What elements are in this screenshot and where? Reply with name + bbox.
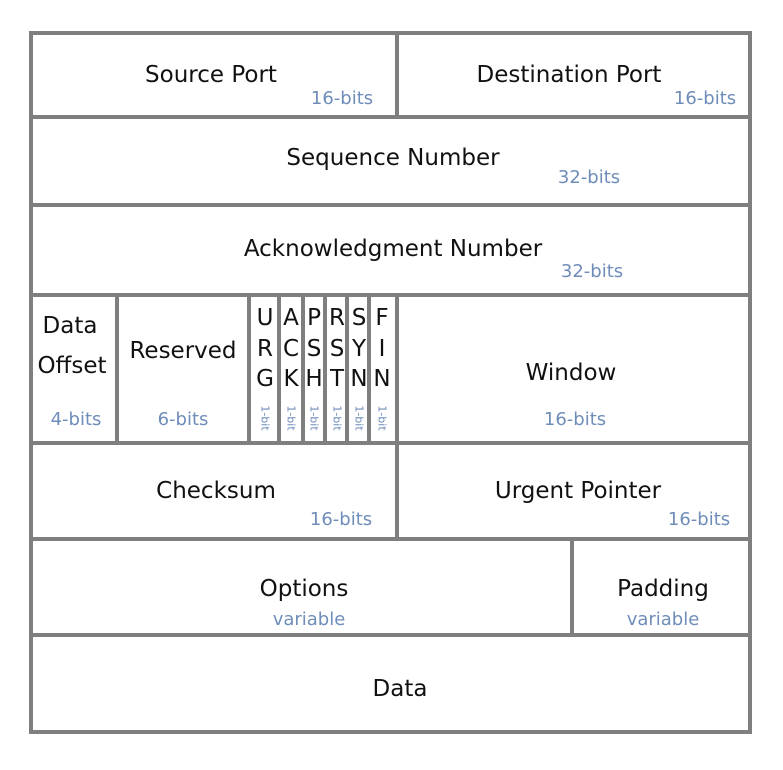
window-label: Window <box>525 360 617 386</box>
destination-port-cell <box>395 31 752 119</box>
acknowledgment-number-bits: 32-bits <box>560 261 624 282</box>
window-bits: 16-bits <box>543 409 607 430</box>
flag-syn-bits: 1-bit <box>352 405 366 431</box>
acknowledgment-number-cell <box>29 203 752 297</box>
destination-port-label: Destination Port <box>476 62 662 88</box>
data-label: Data <box>372 676 428 702</box>
flag-rst-letter-3: T <box>329 366 345 392</box>
flag-fin-letter-1: F <box>375 305 389 331</box>
flag-syn-letter-2: Y <box>351 336 367 362</box>
acknowledgment-number-label: Acknowledgment Number <box>243 236 543 262</box>
flag-urg-letter-1: U <box>256 305 274 331</box>
padding-label: Padding <box>617 576 709 602</box>
flag-psh-bits: 1-bit <box>307 405 321 431</box>
source-port-label: Source Port <box>145 62 277 88</box>
flag-urg-letter-2: R <box>257 336 273 362</box>
options-bits: variable <box>272 609 346 630</box>
data-cell <box>29 633 752 734</box>
flag-rst-letter-1: R <box>329 305 345 331</box>
sequence-number-bits: 32-bits <box>557 167 621 188</box>
data-offset-label-line2: Offset <box>37 353 107 379</box>
flag-urg-bits: 1-bit <box>258 405 272 431</box>
flag-ack-bits: 1-bit <box>284 405 298 431</box>
checksum-bits: 16-bits <box>309 509 373 530</box>
flag-psh-letter-1: P <box>307 305 321 331</box>
data-offset-bits: 4-bits <box>50 409 102 430</box>
window-cell <box>395 293 752 445</box>
checksum-label: Checksum <box>156 478 276 504</box>
flag-syn-letter-1: S <box>351 305 367 331</box>
sequence-number-label: Sequence Number <box>286 145 500 171</box>
flag-psh-letter-3: H <box>305 366 323 392</box>
reserved-label: Reserved <box>129 338 237 364</box>
flag-fin-letter-2: I <box>378 336 386 362</box>
reserved-bits: 6-bits <box>157 409 209 430</box>
flag-syn-letter-3: N <box>350 366 368 392</box>
flag-urg-letter-3: G <box>256 366 274 392</box>
padding-bits: variable <box>626 609 700 630</box>
flag-rst-bits: 1-bit <box>330 405 344 431</box>
urgent-pointer-cell <box>395 441 752 541</box>
urgent-pointer-label: Urgent Pointer <box>494 478 662 504</box>
flag-fin-bits: 1-bit <box>375 405 389 431</box>
data-offset-label-line1: Data <box>42 313 98 339</box>
flag-ack-letter-2: C <box>282 336 300 362</box>
flag-ack-letter-3: K <box>283 366 299 392</box>
flag-psh-letter-2: S <box>306 336 322 362</box>
flag-ack-cell <box>277 293 305 445</box>
flag-rst-cell <box>323 293 349 445</box>
destination-port-bits: 16-bits <box>673 88 737 109</box>
source-port-bits: 16-bits <box>310 88 374 109</box>
urgent-pointer-bits: 16-bits <box>667 509 731 530</box>
flag-fin-letter-3: N <box>373 366 391 392</box>
flag-rst-letter-2: S <box>329 336 345 362</box>
flag-ack-letter-1: A <box>283 305 299 331</box>
options-label: Options <box>259 576 349 602</box>
